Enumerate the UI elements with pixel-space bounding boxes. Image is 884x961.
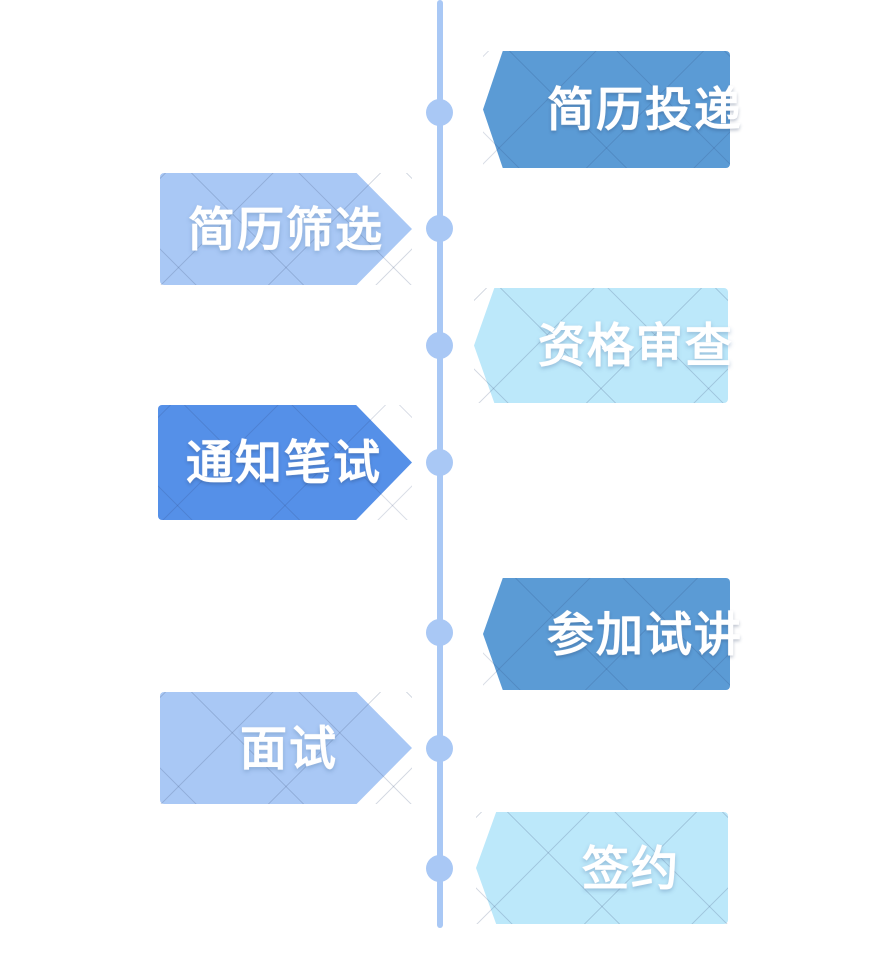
process-step-written-exam-notice[interactable]: 通知笔试: [158, 405, 412, 520]
process-step-label: 简历筛选: [188, 202, 384, 256]
process-step-label: 面试: [240, 721, 338, 775]
process-step-sign-contract[interactable]: 签约: [476, 812, 728, 924]
process-step-label: 资格审查: [538, 319, 734, 372]
timeline-dot-3: [426, 332, 453, 359]
process-step-label: 简历投递: [547, 83, 743, 136]
process-step-resume-submission[interactable]: 简历投递: [483, 51, 741, 168]
timeline-dot-6: [426, 735, 453, 762]
timeline-dot-4: [426, 449, 453, 476]
process-step-label: 通知笔试: [186, 436, 382, 489]
process-step-resume-screening[interactable]: 简历筛选: [160, 173, 412, 285]
process-step-label: 签约: [582, 841, 680, 895]
timeline-dot-1: [426, 99, 453, 126]
timeline-dot-5: [426, 619, 453, 646]
process-step-label: 参加试讲: [547, 607, 743, 661]
chevron-fill: [160, 173, 412, 285]
process-step-interview[interactable]: 面试: [160, 692, 412, 804]
chevron-fill: [483, 51, 730, 168]
timeline-dot-7: [426, 855, 453, 882]
chevron-fill: [158, 405, 412, 520]
process-step-qualification-review[interactable]: 资格审查: [474, 288, 732, 403]
chevron-fill: [160, 692, 412, 804]
chevron-fill: [483, 578, 730, 690]
chevron-fill: [476, 812, 728, 924]
chevron-fill: [474, 288, 728, 403]
timeline-dot-2: [426, 215, 453, 242]
process-step-trial-lecture[interactable]: 参加试讲: [483, 578, 741, 690]
